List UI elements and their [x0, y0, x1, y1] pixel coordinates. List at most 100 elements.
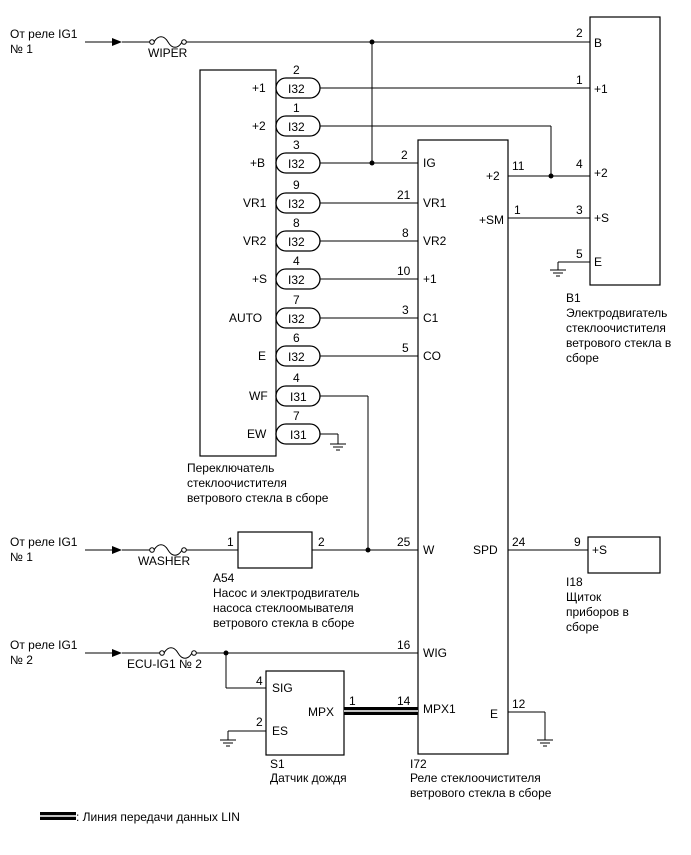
svg-text:9: 9	[293, 178, 300, 192]
svg-text:1: 1	[514, 203, 521, 217]
source-relay1-line1: От реле IG1	[10, 27, 78, 41]
rain-sensor-box	[265, 670, 345, 756]
svg-text:5: 5	[576, 247, 583, 261]
meter-caption-3: сборе	[566, 620, 599, 634]
switch-rows: +1 2 I32 +2 1 I32 +B 3 I32 VR1 9 I32 VR2…	[229, 63, 590, 550]
pump-caption-1: Насос и электродвигатель	[213, 586, 360, 600]
svg-text:1: 1	[293, 101, 300, 115]
relay-caption-1: Реле стеклоочистителя	[410, 771, 541, 785]
svg-text:EW: EW	[247, 427, 267, 441]
motor-caption-4: сборе	[566, 351, 599, 365]
meter-caption-1: Щиток	[566, 590, 602, 604]
svg-text:2: 2	[401, 148, 408, 162]
fuse-washer-label: WASHER	[138, 554, 191, 568]
svg-text:3: 3	[402, 303, 409, 317]
svg-text:+S: +S	[594, 211, 609, 225]
svg-text:I32: I32	[288, 235, 305, 249]
fuse-ecu-label: ECU-IG1 № 2	[127, 657, 202, 671]
svg-text:4: 4	[576, 157, 583, 171]
svg-text:VR1: VR1	[243, 196, 267, 210]
lin-bus-line	[344, 707, 418, 715]
sensor-caption: Датчик дождя	[270, 771, 347, 785]
svg-text:B: B	[594, 36, 602, 50]
svg-text:VR2: VR2	[243, 234, 267, 248]
svg-text:+1: +1	[594, 82, 608, 96]
sensor-pin-sig-label: SIG	[272, 681, 293, 695]
source-washer-line2: № 1	[10, 550, 33, 564]
fuse-wiper-label: WIPER	[148, 46, 188, 60]
lin-legend-icon	[40, 812, 76, 820]
fuse-ecu-icon	[159, 647, 197, 659]
motor-caption-1: Электродвигатель	[566, 306, 667, 320]
arrow-icon	[112, 546, 122, 554]
svg-text:SPD: SPD	[473, 543, 498, 557]
svg-text:E: E	[594, 255, 602, 269]
svg-text:16: 16	[397, 638, 411, 652]
fuse-washer-icon	[149, 544, 187, 556]
switch-caption-1: Переключатель	[187, 461, 274, 475]
ground-icon	[537, 739, 553, 747]
relay-caption-2: ветрового стекла в сборе	[410, 786, 552, 800]
svg-text:14: 14	[397, 694, 411, 708]
svg-text:WIG: WIG	[423, 646, 447, 660]
svg-text:8: 8	[293, 216, 300, 230]
svg-text:2: 2	[576, 26, 583, 40]
sensor-pin-es-num: 2	[256, 715, 263, 729]
svg-text:VR2: VR2	[423, 234, 447, 248]
source-relay2-line1: От реле IG1	[10, 638, 78, 652]
svg-text:+B: +B	[250, 156, 265, 170]
svg-text:3: 3	[576, 203, 583, 217]
svg-text:3: 3	[293, 138, 300, 152]
meter-caption-2: приборов в	[566, 605, 629, 619]
svg-text:I31: I31	[290, 428, 307, 442]
ground-icon	[330, 443, 346, 451]
pump-code: A54	[213, 571, 235, 585]
svg-text:7: 7	[293, 409, 300, 423]
switch-caption-3: ветрового стекла в сборе	[187, 491, 329, 505]
svg-text:11: 11	[512, 159, 525, 173]
svg-text:4: 4	[293, 254, 300, 268]
pump-caption-2: насоса стеклоомывателя	[213, 601, 354, 615]
svg-text:6: 6	[293, 331, 300, 345]
svg-text:C1: C1	[423, 311, 439, 325]
motor-caption-3: ветрового стекла в	[566, 336, 671, 350]
svg-text:VR1: VR1	[423, 196, 447, 210]
svg-text:AUTO: AUTO	[229, 311, 262, 325]
washer-pump-box	[237, 531, 313, 569]
sensor-code: S1	[270, 757, 285, 771]
motor-code: B1	[566, 291, 581, 305]
relay-right-pins: +2 11 +SM 1 SPD 24 E 12	[473, 159, 526, 721]
svg-text:+S: +S	[252, 272, 267, 286]
svg-text:8: 8	[402, 226, 409, 240]
pump-pin-in: 1	[227, 535, 234, 549]
svg-text:I31: I31	[290, 390, 307, 404]
svg-text:21: 21	[397, 188, 411, 202]
svg-text:5: 5	[402, 341, 409, 355]
svg-text:+2: +2	[486, 169, 500, 183]
svg-text:24: 24	[512, 535, 526, 549]
relay-left-pins: 2 IG 21 VR1 8 VR2 10 +1 3 C1 5 CO 25 W 1…	[397, 148, 456, 716]
svg-text:WF: WF	[249, 389, 268, 403]
svg-text:W: W	[423, 543, 435, 557]
ground-icon	[550, 269, 566, 277]
meter-pin: 9	[574, 535, 581, 549]
svg-text:I32: I32	[288, 82, 305, 96]
wiper-motor-box	[589, 16, 661, 286]
svg-text:25: 25	[397, 535, 411, 549]
source-relay1-line2: № 1	[10, 42, 33, 56]
svg-text:2: 2	[293, 63, 300, 77]
sensor-pin-mpx-num: 1	[349, 694, 356, 708]
sensor-pin-sig-num: 4	[256, 674, 263, 688]
wiper-switch-box	[199, 69, 277, 457]
svg-text:1: 1	[576, 73, 583, 87]
meter-code: I18	[566, 575, 583, 589]
relay-code: I72	[410, 757, 427, 771]
motor-pins: 2 B 1 +1 4 +2 3 +S 5 E	[576, 26, 609, 269]
svg-text:I32: I32	[288, 350, 305, 364]
svg-text:+1: +1	[423, 272, 437, 286]
svg-text:+2: +2	[252, 119, 266, 133]
svg-text:+SM: +SM	[479, 213, 504, 227]
svg-text:I32: I32	[288, 197, 305, 211]
motor-caption-2: стеклоочистителя	[566, 321, 666, 335]
